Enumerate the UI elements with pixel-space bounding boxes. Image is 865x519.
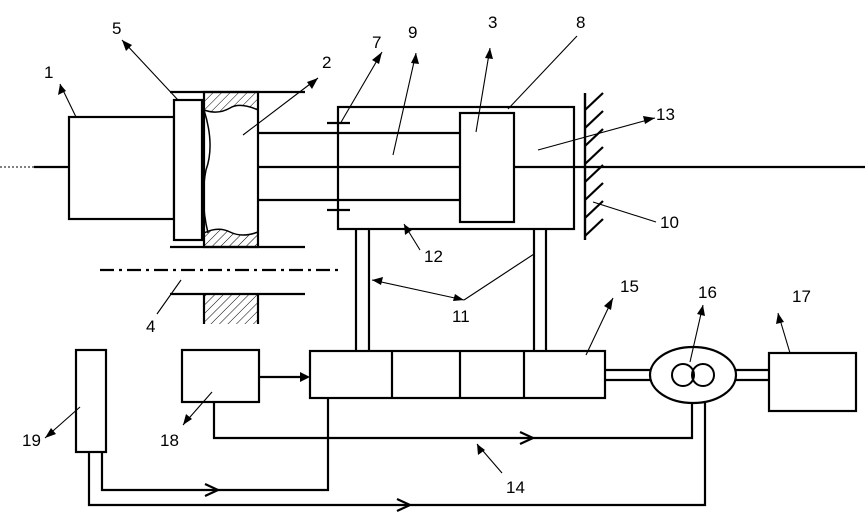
signal-line-19-pump-arrow xyxy=(396,498,413,512)
label-13: 13 xyxy=(656,105,675,124)
signal-18-to-15-arrowhead xyxy=(300,372,310,382)
part-10-wall-hatch xyxy=(584,92,604,237)
label-12: 12 xyxy=(424,247,443,266)
label-2: 2 xyxy=(322,53,331,72)
part-8-cylinder-body xyxy=(336,105,576,231)
signal-line-19-valve xyxy=(100,398,330,492)
label-9: 9 xyxy=(408,23,417,42)
part-18-controller xyxy=(180,348,261,404)
part-19-sensor xyxy=(74,348,108,454)
label-18: 18 xyxy=(160,431,179,450)
lower-hatched-block xyxy=(204,294,258,324)
label-19: 19 xyxy=(22,431,41,450)
leader-lines xyxy=(44,35,791,474)
pump-gear-right xyxy=(691,363,715,387)
label-4: 4 xyxy=(146,317,155,336)
signal-line-18-pump-arrow xyxy=(519,431,536,445)
part-11-pipes xyxy=(354,229,548,351)
signal-line-19-pump xyxy=(87,403,707,507)
label-8: 8 xyxy=(576,13,585,32)
part-5-flange xyxy=(172,98,204,242)
label-11: 11 xyxy=(452,307,470,326)
label-1: 1 xyxy=(44,63,53,82)
label-16: 16 xyxy=(698,283,717,302)
part-17-block xyxy=(767,351,858,413)
label-14: 14 xyxy=(506,478,525,497)
leader-arrowheads xyxy=(45,40,784,455)
label-15: 15 xyxy=(620,277,639,296)
label-5: 5 xyxy=(112,19,121,38)
pump-gear-left xyxy=(671,363,695,387)
part-15-valve-block xyxy=(308,349,607,400)
label-3: 3 xyxy=(488,13,497,32)
label-17: 17 xyxy=(792,287,811,306)
signal-line-18-pump xyxy=(212,402,694,440)
label-7: 7 xyxy=(372,33,381,52)
signal-line-19-valve-arrow xyxy=(204,483,221,497)
part-1-block xyxy=(67,115,176,221)
part-3-piston xyxy=(458,111,516,224)
part-2-workpiece xyxy=(202,90,260,249)
label-10: 10 xyxy=(660,213,679,232)
